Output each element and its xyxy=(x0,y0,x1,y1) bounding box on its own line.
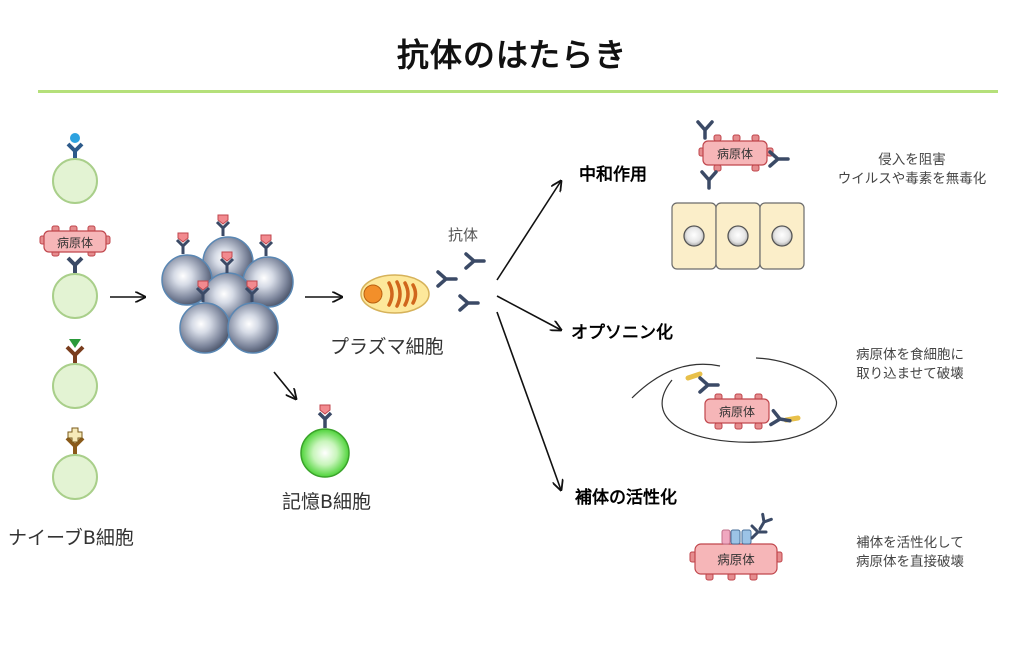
plasma-cell-label: プラズマ細胞 xyxy=(330,336,444,358)
neutralization-heading: 中和作用 xyxy=(579,165,647,185)
naive-b-cell-cross-antigen xyxy=(52,427,98,500)
neutralization-desc-line-2: ウイルスや毒素を無毒化 xyxy=(837,171,987,187)
free-antibodies xyxy=(436,252,486,312)
complement-desc-line-1: 補体を活性化して xyxy=(856,535,964,551)
arrow-to-opsonization xyxy=(496,295,561,330)
page-title: 抗体のはたらき xyxy=(396,36,628,74)
opsonization-description: 病原体を食細胞に 取り込ませて破壊 xyxy=(810,346,1010,384)
opsonization-heading: オプソニン化 xyxy=(571,323,673,343)
neutralization-desc-line-1: 侵入を阻害 xyxy=(878,152,946,168)
arrow-to-memory xyxy=(273,371,296,399)
pathogen-label-3: 病原体 xyxy=(719,404,755,419)
naive-b-cell-label: ナイーブB細胞 xyxy=(8,527,134,549)
opsonization-desc-line-2: 取り込ませて破壊 xyxy=(856,366,964,382)
plasma-cell xyxy=(360,274,430,314)
naive-b-cell-pathogen xyxy=(52,256,98,319)
pathogen-label-1: 病原体 xyxy=(57,235,93,250)
naive-b-cell-green-antigen xyxy=(52,339,98,409)
naive-b-cell-blue xyxy=(52,133,98,204)
neutralization-illustration: 病原体 xyxy=(671,120,805,270)
pathogen-icon-naive: 病原体 xyxy=(39,225,111,257)
pathogen-label-4: 病原体 xyxy=(717,552,755,567)
title-divider xyxy=(38,90,998,93)
complement-heading: 補体の活性化 xyxy=(575,488,677,508)
opsonization-desc-line-1: 病原体を食細胞に xyxy=(856,347,964,363)
pathogen-label-2: 病原体 xyxy=(717,146,753,161)
arrow-to-complement xyxy=(496,311,561,490)
opsonization-illustration: 病原体 xyxy=(631,357,838,443)
complement-illustration: 病原体 xyxy=(689,512,783,581)
complement-desc-line-2: 病原体を直接破壊 xyxy=(856,554,964,570)
arrow-to-neutralization xyxy=(496,181,561,281)
activated-b-cell-cluster xyxy=(161,214,294,354)
neutralization-description: 侵入を阻害 ウイルスや毒素を無毒化 xyxy=(812,151,1012,189)
antibody-label: 抗体 xyxy=(448,226,479,244)
memory-b-cell xyxy=(300,404,350,478)
memory-b-cell-label: 記憶B細胞 xyxy=(282,491,372,513)
complement-description: 補体を活性化して 病原体を直接破壊 xyxy=(810,534,1010,572)
